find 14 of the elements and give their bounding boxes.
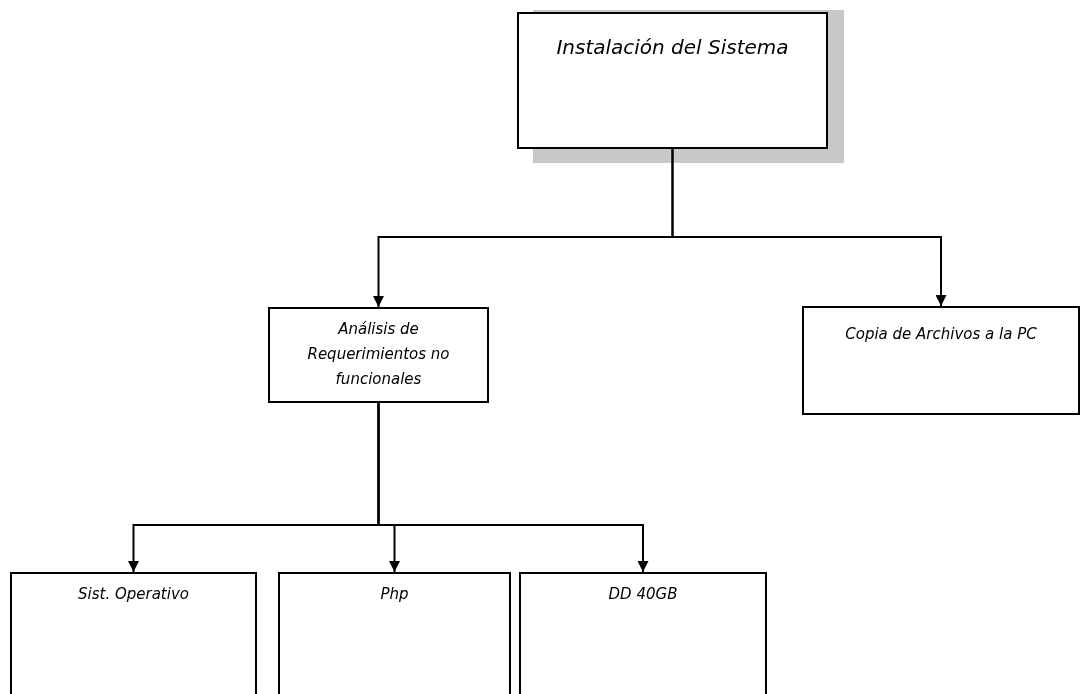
box-label: DD 40GB [607, 584, 679, 605]
process-box [802, 306, 1080, 415]
box-label: Análisis de Requerimientos no funcionales [306, 319, 451, 390]
arrow [671, 148, 947, 307]
box-label: Instalación del Sistema [555, 34, 790, 61]
process-box [10, 572, 257, 694]
process-box [278, 572, 511, 694]
arrow [377, 402, 649, 573]
box-label: Sist. Operativo [77, 584, 190, 605]
process-box [268, 307, 489, 403]
box-label: Copia de Archivos a la PC [844, 324, 1038, 345]
process-box [519, 572, 767, 694]
box-label: Php [379, 584, 410, 605]
process-box [517, 12, 828, 149]
